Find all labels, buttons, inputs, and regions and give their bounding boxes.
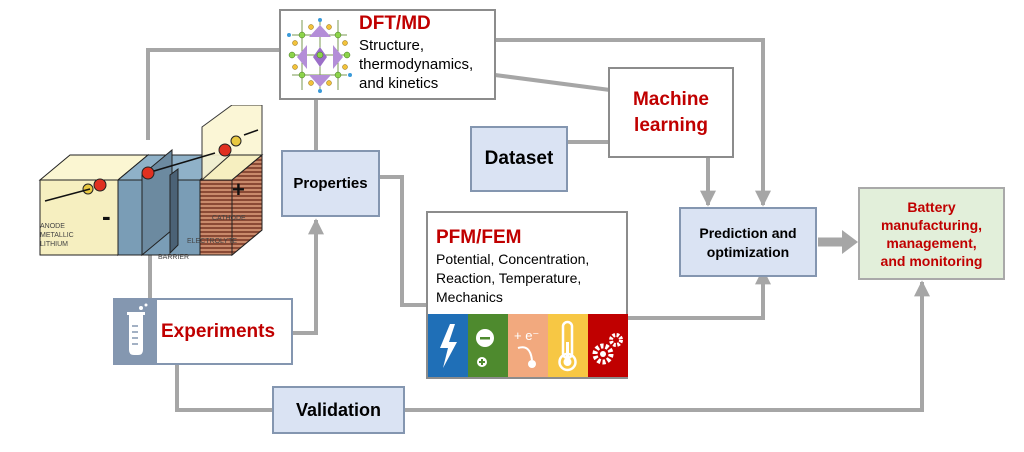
ml-line-1: Machine (632, 88, 710, 110)
battery-mgmt-line-4: and monitoring (880, 252, 983, 269)
lightning-icon (428, 314, 468, 377)
dft-md-title: DFT/MD (359, 13, 431, 34)
machine-learning-box: Machine learning (608, 67, 734, 158)
dft-md-line-3: and kinetics (359, 75, 439, 92)
charge-icon (468, 314, 508, 377)
barrier-label: BARRIER (158, 254, 190, 261)
battery-dft-link (146, 48, 280, 140)
prediction-box: Prediction and optimization (679, 207, 817, 277)
reaction-icon: + e⁻ (508, 314, 548, 377)
anode-label: ANODE METALLIC LITHIUM (40, 223, 74, 248)
pfm-icon-strip: + e⁻ (428, 314, 628, 377)
dataset-box: Dataset (470, 126, 568, 192)
experiments-box: Experiments (113, 298, 293, 365)
beaker-icon (127, 303, 148, 355)
cathode-sign: + (232, 177, 245, 202)
pfm-fem-box: PFM/FEM Potential, Concentration, Reacti… (426, 211, 628, 379)
dft-md-box: DFT/MD Structure, thermodynamics, and ki… (279, 9, 496, 100)
pfm-fem-title: PFM/FEM (436, 227, 522, 248)
validation-label: Validation (295, 399, 382, 420)
battery-mgmt-line-3: management, (886, 234, 977, 251)
experiments-label: Experiments (161, 321, 276, 342)
properties-label: Properties (293, 175, 368, 192)
dft-ml-link (494, 73, 611, 92)
properties-box: Properties (281, 150, 380, 217)
ion-icon (93, 178, 107, 192)
battery-mgmt-line-1: Battery (907, 198, 956, 215)
cathode-label: CATHODE (212, 215, 246, 222)
dft-md-line-1: Structure, (359, 37, 425, 54)
pfm-line-3: Mechanics (436, 289, 503, 305)
svg-text:+ e⁻: + e⁻ (514, 328, 539, 343)
crystal-structure-icon (287, 18, 352, 93)
thermometer-icon (548, 314, 588, 377)
electrolyte-label: ELECTROLYTE (187, 238, 238, 245)
prediction-line-1: Prediction and (699, 224, 797, 241)
experiments-validation-link (175, 365, 272, 412)
dft-md-line-2: thermodynamics, (359, 56, 474, 73)
validation-box: Validation (272, 386, 405, 434)
battery-mgmt-line-2: manufacturing, (880, 216, 983, 233)
battery-cell-illustration: - + (38, 105, 264, 257)
pfm-line-1: Potential, Concentration, (436, 251, 590, 267)
validation-battery-link (405, 280, 930, 412)
anode-sign: - (102, 201, 111, 231)
dataset-label: Dataset (484, 148, 554, 169)
dft-prediction-link (495, 38, 771, 207)
ml-line-2: learning (634, 114, 708, 136)
experiments-strip (115, 300, 157, 363)
properties-pfm-link (380, 175, 428, 307)
pfm-line-2: Reaction, Temperature, (436, 270, 582, 286)
experiments-properties-link (292, 218, 324, 335)
gears-icon (588, 314, 628, 377)
battery-management-box: Battery manufacturing, management, and m… (858, 187, 1005, 280)
pfm-prediction-link (628, 268, 771, 320)
prediction-line-2: optimization (706, 243, 790, 260)
